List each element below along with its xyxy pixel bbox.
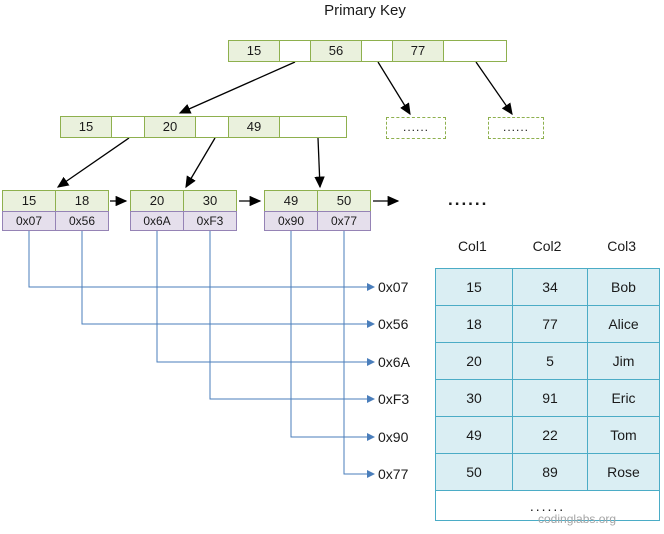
table-cell: 49: [435, 416, 513, 454]
table-cell: Rose: [587, 453, 660, 491]
more-leaves-ellipsis: ......: [448, 190, 489, 209]
table-cell: 22: [512, 416, 588, 454]
key-cell: 15: [228, 40, 280, 62]
table-cell: 77: [512, 305, 588, 343]
column-header: Col1: [457, 238, 487, 254]
leaf-key-cell: 30: [183, 190, 237, 212]
root-node: 15 56 77: [228, 40, 507, 62]
leaf-node-pointers: 0x6A 0xF3: [130, 211, 237, 231]
table-row: 20 5 Jim: [435, 342, 660, 380]
leaf-key-cell: 20: [130, 190, 184, 212]
record-pointer-cell: 0x77: [317, 211, 371, 231]
pointer-label: 0x56: [378, 316, 409, 332]
table-header-row: Col1 Col2 Col3: [435, 238, 659, 254]
column-header: Col3: [607, 238, 637, 254]
leaf-key-cell: 15: [2, 190, 56, 212]
table-row: 18 77 Alice: [435, 305, 660, 343]
leaf-node-pointers: 0x90 0x77: [264, 211, 371, 231]
leaf-node-keys: 15 18: [2, 190, 109, 212]
leaf-node-pointers: 0x07 0x56: [2, 211, 109, 231]
key-cell: 49: [228, 116, 280, 138]
record-pointer-cell: 0x6A: [130, 211, 184, 231]
record-pointer-cell: 0x90: [264, 211, 318, 231]
table-row: 49 22 Tom: [435, 416, 660, 454]
pointer-slot: [361, 40, 393, 62]
watermark: codinglabs.org: [538, 512, 617, 526]
collapsed-node-placeholder: ......: [488, 117, 544, 139]
pointer-slot: [111, 116, 145, 138]
table-cell: 5: [512, 342, 588, 380]
table-cell: 15: [435, 268, 513, 306]
table-cell: Alice: [587, 305, 660, 343]
column-header: Col2: [532, 238, 562, 254]
internal-node: 15 20 49: [60, 116, 347, 138]
key-cell: 20: [144, 116, 196, 138]
table-cell: 89: [512, 453, 588, 491]
table-cell: 91: [512, 379, 588, 417]
record-pointer-cell: 0x07: [2, 211, 56, 231]
leaf-node-keys: 49 50: [264, 190, 371, 212]
key-cell: 77: [392, 40, 444, 62]
leaf-key-cell: 49: [264, 190, 318, 212]
table-row: 30 91 Eric: [435, 379, 660, 417]
pointer-label: 0xF3: [378, 391, 410, 407]
pointer-slot: [279, 40, 311, 62]
record-pointer-cell: 0xF3: [183, 211, 237, 231]
table-cell: 18: [435, 305, 513, 343]
data-rows-table: 15 34 Bob 18 77 Alice 20 5 Jim 30 91 Eri…: [435, 268, 660, 521]
pointer-label: 0x07: [378, 279, 409, 295]
leaf-key-cell: 50: [317, 190, 371, 212]
pointer-slot: [195, 116, 229, 138]
table-row: 50 89 Rose: [435, 453, 660, 491]
table-cell: 30: [435, 379, 513, 417]
table-ellipsis-row: ......: [435, 490, 660, 521]
table-cell: Eric: [587, 379, 660, 417]
key-cell: 56: [310, 40, 362, 62]
key-cell: 15: [60, 116, 112, 138]
pointer-slot: [443, 40, 507, 62]
diagram-title: Primary Key: [324, 2, 406, 19]
table-cell: 34: [512, 268, 588, 306]
record-pointer-cell: 0x56: [55, 211, 109, 231]
pointer-label: 0x77: [378, 466, 409, 482]
table-cell: ......: [435, 490, 660, 521]
pointer-label: 0x90: [378, 429, 409, 445]
leaf-key-cell: 18: [55, 190, 109, 212]
pointer-slot: [279, 116, 347, 138]
table-cell: Tom: [587, 416, 660, 454]
table-cell: 50: [435, 453, 513, 491]
table-cell: Bob: [587, 268, 660, 306]
table-cell: 20: [435, 342, 513, 380]
table-cell: Jim: [587, 342, 660, 380]
collapsed-node-placeholder: ......: [386, 117, 446, 139]
table-row: 15 34 Bob: [435, 268, 660, 306]
pointer-label: 0x6A: [378, 354, 410, 370]
leaf-node-keys: 20 30: [130, 190, 237, 212]
